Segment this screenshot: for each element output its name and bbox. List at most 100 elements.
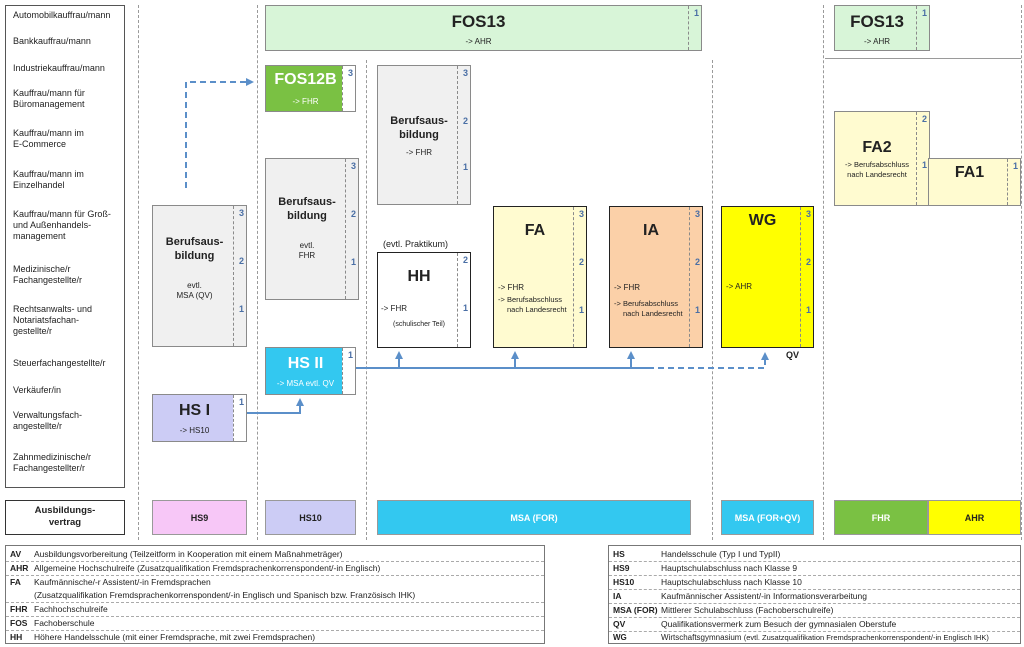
ahr-cell: AHR <box>928 500 1021 535</box>
box-subtitle: nach Landesrecht <box>507 305 567 314</box>
year-column: 3 2 1 <box>800 207 813 347</box>
qv-label: QV <box>786 350 800 360</box>
dashed-arrow <box>648 352 769 369</box>
box-title: FA2 <box>862 139 892 156</box>
year-column: 2 1 <box>457 253 470 347</box>
column-divider <box>823 5 824 540</box>
berufsausbildung-msa-box: Berufsaus-bildung evtl.MSA (QV) 3 2 1 <box>152 205 247 347</box>
column-divider <box>257 5 258 540</box>
box-title: FOS12B <box>274 71 337 88</box>
column-divider <box>138 5 139 540</box>
box-title: Berufsaus-bildung <box>165 236 224 262</box>
box-title: IA <box>643 222 659 239</box>
box-subtitle: -> Berufsabschluss <box>498 295 562 304</box>
hs9-cell: HS9 <box>152 500 247 535</box>
box-subtitle: -> FHR <box>381 304 407 313</box>
box-title: HH <box>407 268 431 285</box>
box-subtitle: -> HS10 <box>179 426 210 435</box>
year-column: 1 <box>233 395 246 441</box>
ia-box: IA -> FHR -> Berufsabschluss nach Landes… <box>609 206 703 348</box>
occupation-item: Industriekauffrau/mann <box>13 63 105 73</box>
fos13-box: FOS13 -> AHR 1 <box>265 5 702 51</box>
msa-qv-cell: MSA (FOR+QV) <box>721 500 814 535</box>
fa-box: FA -> FHR -> Berufsabschluss nach Landes… <box>493 206 587 348</box>
box-subtitle: evtl.MSA (QV) <box>176 281 213 300</box>
fos13-right-box: FOS13 -> AHR 1 <box>834 5 930 51</box>
hs1-box: HS I -> HS10 1 <box>152 394 247 442</box>
occupation-item: Steuerfachangestellte/r <box>13 358 106 368</box>
occupation-item: Bankkauffrau/mann <box>13 36 91 46</box>
box-title: Berufsaus-bildung <box>278 196 336 222</box>
occupation-item: Verkäufer/in <box>13 385 62 395</box>
year-column: 3 2 1 <box>689 207 702 347</box>
box-title: WG <box>748 212 777 229</box>
fa1-box: FA1 1 <box>928 158 1021 206</box>
box-subtitle: -> AHR <box>726 282 753 291</box>
year-column: 1 <box>688 6 701 50</box>
year-column: 2 1 <box>916 112 929 205</box>
box-subtitle: -> Berufsabschluss <box>614 299 678 308</box>
fhr-cell: FHR <box>834 500 928 535</box>
year-column: 3 <box>342 66 355 111</box>
year-column: 3 2 1 <box>457 66 470 204</box>
berufsausbildung-fhr-box: Berufsaus-bildung -> FHR 3 2 1 <box>377 65 471 205</box>
box-title: FOS13 <box>451 12 506 31</box>
solid-arrow <box>247 398 304 414</box>
box-subtitle: nach Landesrecht <box>623 309 683 318</box>
ausbildungsvertrag-cell: Ausbildungs-vertrag <box>5 500 125 535</box>
year-column: 1 <box>916 6 929 50</box>
year-column: 3 2 1 <box>233 206 246 346</box>
berufsausbildung-evtl-fhr-box: Berufsaus-bildung evtl.FHR 3 2 1 <box>265 158 359 300</box>
occupation-item: Automobilkauffrau/mann <box>13 10 111 20</box>
occupation-item: Kauffrau/mann für Groß-und Außenhandels-… <box>13 209 111 241</box>
occupation-list: Automobilkauffrau/mann Bankkauffrau/mann… <box>5 5 125 488</box>
column-divider <box>366 60 367 540</box>
msa-cell: MSA (FOR) <box>377 500 691 535</box>
box-subtitle: -> FHR <box>292 97 319 106</box>
box-title: FA <box>524 222 546 239</box>
hh-box: HH -> FHR (schulischer Teil) 2 1 <box>377 252 471 348</box>
box-note: (schulischer Teil) <box>393 321 445 328</box>
box-subtitle: -> FHR <box>406 148 432 157</box>
box-subtitle: -> AHR <box>863 37 890 46</box>
hh-praktikum-note: (evtl. Praktikum) <box>383 239 449 249</box>
wg-box: WG -> AHR 3 2 1 <box>721 206 814 348</box>
year-column: 3 2 1 <box>573 207 586 347</box>
box-title: FOS13 <box>850 12 904 31</box>
dashed-arrow <box>185 78 254 188</box>
box-subtitle: -> AHR <box>465 37 492 46</box>
legend-item: MSA (FOR)Mittlerer Schulabschluss (Facho… <box>613 605 834 615</box>
box-subtitle: -> FHR <box>498 283 524 292</box>
legend-item-continued: (Zusatzqualifikation Fremdsprachenkorren… <box>34 590 416 600</box>
occupation-item: Verwaltungsfach-angestellte/r <box>13 410 83 431</box>
column-divider <box>1021 5 1022 540</box>
column-divider <box>712 60 713 540</box>
year-column: 1 <box>342 348 355 394</box>
year-column: 3 2 1 <box>345 159 358 299</box>
year-column: 1 <box>1007 159 1020 205</box>
box-title: Berufsaus-bildung <box>390 115 448 141</box>
box-subtitle: evtl.FHR <box>298 241 316 260</box>
